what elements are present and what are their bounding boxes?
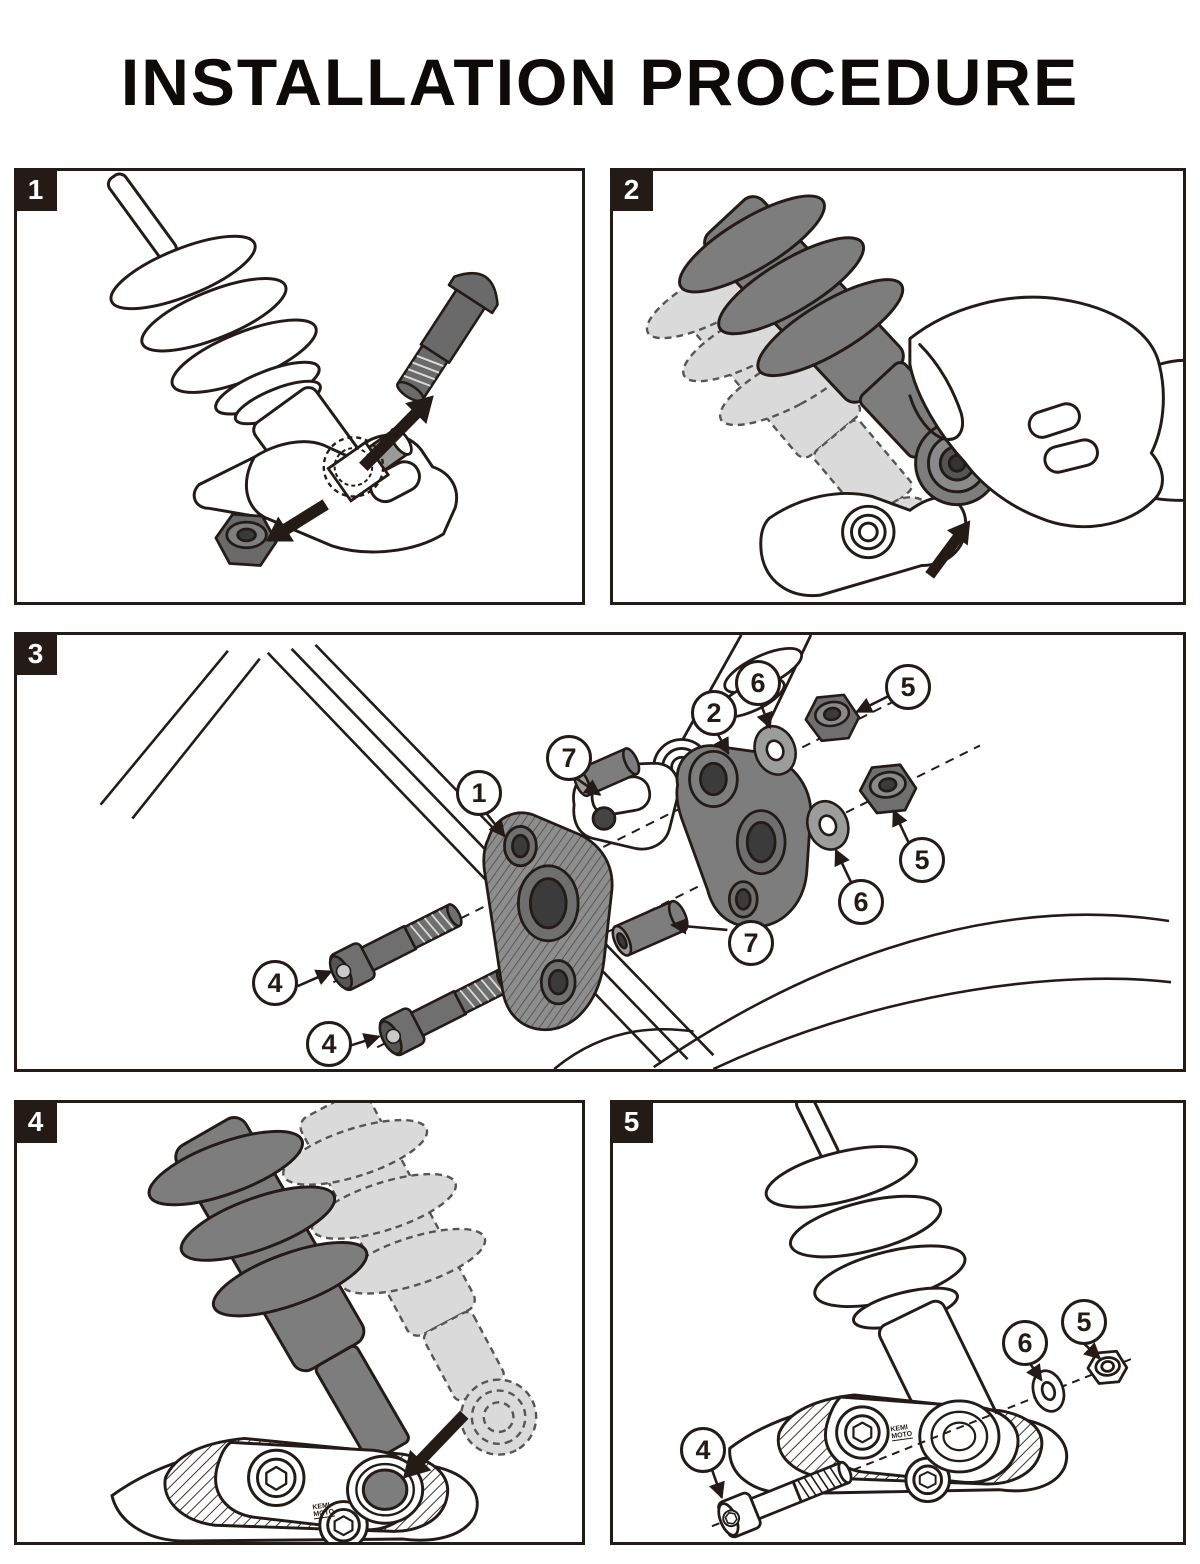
insert-arrow [402, 1410, 469, 1479]
remove-nut-arrow [265, 499, 329, 542]
remove-bolt-arrow [359, 395, 434, 472]
callout-part-6: 6 [735, 660, 781, 706]
step-number-badge: 5 [610, 1100, 653, 1143]
callout-part-4b: 4 [306, 1021, 352, 1067]
oem-bracket-outline [759, 492, 968, 598]
step1-illustration-remove-bolt [106, 172, 499, 567]
callout-part-5: 5 [1061, 1299, 1107, 1345]
step2-illustration-remove-shock [645, 194, 1183, 598]
brand-logo: KEMI MOTO [890, 1424, 913, 1442]
panel-step-1: 1 [14, 168, 585, 605]
socket-bolt [717, 1460, 853, 1539]
panel-step-5: 5 [610, 1100, 1186, 1545]
shock-absorber-dark [678, 194, 1001, 507]
callout-part-4: 4 [252, 960, 298, 1006]
washers [753, 724, 850, 851]
shock-absorber-dark [147, 1116, 410, 1463]
axis-dashed-lines [332, 695, 981, 1049]
lift-arrow [925, 520, 971, 579]
hand-outline [908, 295, 1183, 529]
ghost-shock [282, 1103, 538, 1456]
lowering-bracket-right [675, 744, 813, 929]
socket-bolt-upper [328, 903, 463, 992]
step-number-badge: 3 [14, 632, 57, 675]
oem-bolt [396, 271, 499, 403]
panel-step-4: 4 [14, 1100, 585, 1545]
lowering-bracket-left [482, 811, 614, 1031]
fender-arcs [553, 913, 1172, 1069]
step3-exploded-view [99, 635, 1172, 1069]
step-number-badge: 1 [14, 168, 57, 211]
lowering-bracket-assembly [110, 1436, 479, 1542]
callout-part-6: 6 [1002, 1320, 1048, 1366]
step-number-badge: 2 [610, 168, 653, 211]
callout-part-7: 7 [546, 735, 592, 781]
callout-part-5: 5 [885, 664, 931, 710]
socket-bolt-lower [378, 968, 513, 1057]
callout-part-2: 2 [691, 690, 737, 736]
callout-part-7b: 7 [728, 920, 774, 966]
panel-step-2: 2 [610, 168, 1186, 605]
step4-illustration-install-shock [110, 1103, 538, 1542]
step5-illustration-fasten [708, 1103, 1133, 1539]
washer [1031, 1369, 1066, 1413]
oem-nut [214, 512, 278, 567]
lowering-bracket-assembly [728, 1393, 1069, 1504]
panel-step-3: 3 [14, 632, 1186, 1072]
nut [1086, 1349, 1129, 1385]
frame-lines [99, 643, 715, 1064]
callout-part-1: 1 [456, 770, 502, 816]
flange-nuts [804, 693, 918, 815]
callout-part-5b: 5 [899, 837, 945, 883]
callout-part-6b: 6 [838, 879, 884, 925]
callout-part-4: 4 [680, 1427, 726, 1473]
step-number-badge: 4 [14, 1100, 57, 1143]
spacer-sleeve-bottom [611, 899, 689, 957]
brand-logo: KEMI MOTO [312, 1502, 335, 1520]
page-title: INSTALLATION PROCEDURE [120, 45, 1080, 119]
